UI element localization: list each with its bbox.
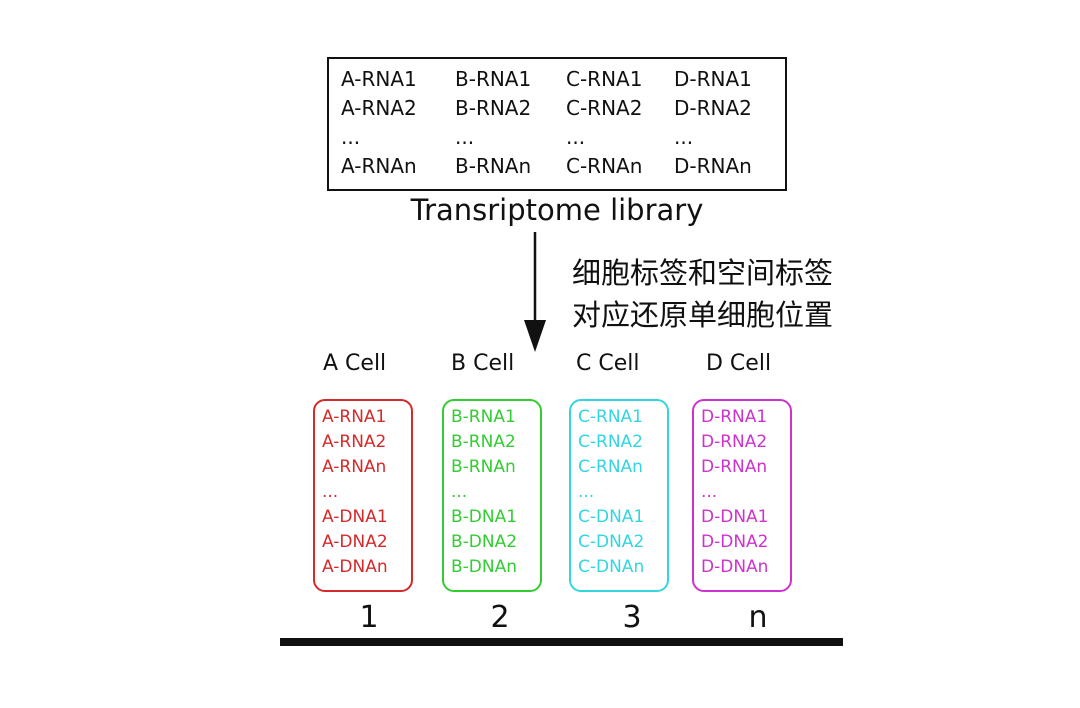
- library-item: C-RNA2: [566, 96, 643, 120]
- annotation-line-1: 细胞标签和空间标签: [572, 256, 834, 290]
- cell-item: B-RNAn: [451, 457, 516, 477]
- down-arrow-icon: [524, 232, 546, 352]
- cell-a-number: 1: [359, 600, 379, 635]
- cell-b-title: B Cell: [451, 351, 515, 376]
- cell-item: D-DNA1: [701, 507, 769, 527]
- cell-b-box: B-RNA1 B-RNA2 B-RNAn ... B-DNA1 B-DNA2 B…: [442, 399, 542, 592]
- cell-c-box: C-RNA1 C-RNA2 C-RNAn ... C-DNA1 C-DNA2 C…: [569, 399, 669, 592]
- cell-item: D-RNAn: [701, 457, 768, 477]
- cell-item: D-RNA1: [701, 407, 768, 427]
- library-column-d: D-RNA1 D-RNA2 ... D-RNAn: [674, 65, 784, 181]
- cell-item: A-RNAn: [322, 457, 387, 477]
- library-item: C-RNA1: [566, 67, 643, 91]
- library-item: ...: [674, 125, 694, 149]
- transcriptome-library-box: A-RNA1 A-RNA2 ... A-RNAn B-RNA1 B-RNA2 .…: [327, 57, 787, 191]
- cell-a-title: A Cell: [323, 351, 387, 376]
- library-item: A-RNAn: [341, 154, 417, 178]
- library-item: D-RNA2: [674, 96, 752, 120]
- cell-item: D-RNA2: [701, 432, 768, 452]
- library-column-c: C-RNA1 C-RNA2 ... C-RNAn: [566, 65, 676, 181]
- cell-d-number: n: [748, 600, 768, 635]
- cell-item: C-RNAn: [578, 457, 643, 477]
- cell-item: ...: [701, 482, 718, 502]
- baseline-bar: [280, 638, 843, 646]
- library-item: ...: [566, 125, 586, 149]
- cell-a-box: A-RNA1 A-RNA2 A-RNAn ... A-DNA1 A-DNA2 A…: [313, 399, 413, 592]
- cell-d-title: D Cell: [706, 351, 772, 376]
- cell-item: A-RNA2: [322, 432, 387, 452]
- cell-item: B-RNA1: [451, 407, 516, 427]
- cell-item: A-DNA2: [322, 532, 388, 552]
- library-item: D-RNA1: [674, 67, 752, 91]
- mapping-annotation: 细胞标签和空间标签 对应还原单细胞位置: [572, 252, 892, 336]
- library-item: ...: [455, 125, 475, 149]
- cell-item: B-DNA2: [451, 532, 518, 552]
- cell-item: B-DNA1: [451, 507, 518, 527]
- cell-item: C-RNA1: [578, 407, 643, 427]
- library-item: B-RNA1: [455, 67, 532, 91]
- cell-item: A-DNA1: [322, 507, 388, 527]
- cell-d-box: D-RNA1 D-RNA2 D-RNAn ... D-DNA1 D-DNA2 D…: [692, 399, 792, 592]
- library-caption: Transriptome library: [410, 193, 704, 227]
- cell-item: D-DNA2: [701, 532, 769, 552]
- cell-item: ...: [322, 482, 339, 502]
- library-item: C-RNAn: [566, 154, 643, 178]
- cell-item: C-DNA2: [578, 532, 645, 552]
- cell-item: A-DNAn: [322, 557, 388, 577]
- cell-item: B-RNA2: [451, 432, 516, 452]
- cell-item: B-DNAn: [451, 557, 518, 577]
- cell-c-title: C Cell: [576, 351, 640, 376]
- cell-item: C-DNA1: [578, 507, 645, 527]
- cell-item: ...: [451, 482, 468, 502]
- library-item: B-RNAn: [455, 154, 532, 178]
- library-column-b: B-RNA1 B-RNA2 ... B-RNAn: [455, 65, 565, 181]
- library-item: D-RNAn: [674, 154, 752, 178]
- cell-item: ...: [578, 482, 595, 502]
- library-item: A-RNA2: [341, 96, 417, 120]
- library-item: B-RNA2: [455, 96, 532, 120]
- cell-item: A-RNA1: [322, 407, 387, 427]
- cell-item: C-DNAn: [578, 557, 645, 577]
- cell-item: C-RNA2: [578, 432, 643, 452]
- library-item: ...: [341, 125, 361, 149]
- cell-item: D-DNAn: [701, 557, 769, 577]
- cell-b-number: 2: [490, 600, 510, 635]
- cell-c-number: 3: [622, 600, 642, 635]
- annotation-line-2: 对应还原单细胞位置: [572, 298, 834, 332]
- library-column-a: A-RNA1 A-RNA2 ... A-RNAn: [341, 65, 451, 181]
- library-item: A-RNA1: [341, 67, 417, 91]
